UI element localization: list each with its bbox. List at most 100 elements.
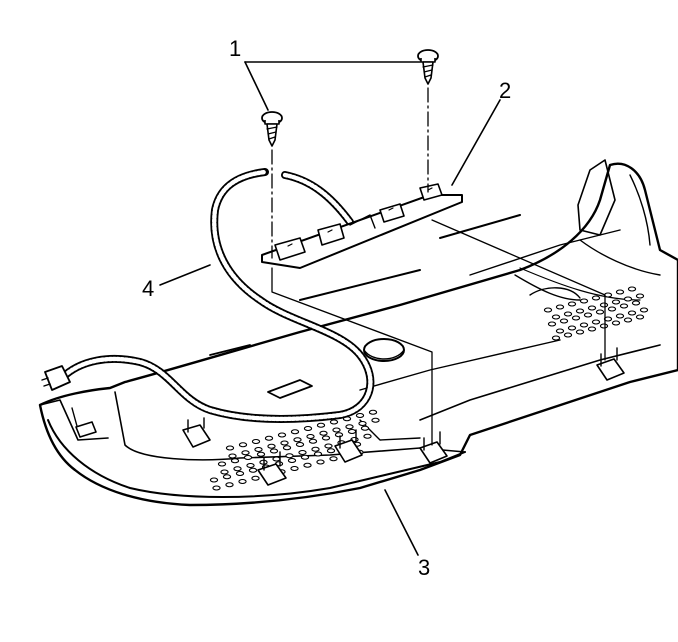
perforation-dot xyxy=(623,317,633,323)
perforation-dot xyxy=(233,466,242,472)
perforation-dot xyxy=(583,312,593,318)
perforation-dot xyxy=(611,320,621,326)
perforation-dot xyxy=(300,454,310,460)
perforation-dot xyxy=(571,315,581,321)
perforation-dot xyxy=(623,296,633,302)
perforation-dot xyxy=(615,313,625,319)
perforation-dot xyxy=(563,332,573,338)
perforation-dot xyxy=(551,335,561,341)
perforation-dot xyxy=(347,428,357,435)
alignment-leaders xyxy=(271,219,606,446)
perforation-dot xyxy=(355,412,365,419)
perforation-dot xyxy=(287,457,297,464)
retainer-clip xyxy=(419,431,448,464)
perforation-dot xyxy=(269,448,279,454)
perforation-dot xyxy=(563,311,573,317)
perforation-dot xyxy=(295,441,305,448)
perforation-dot xyxy=(547,321,557,327)
perforation-dot xyxy=(267,443,276,449)
perforation-pattern-rear xyxy=(543,286,649,341)
perforation-dot xyxy=(256,451,266,457)
perforation-dot xyxy=(635,293,645,299)
perforation-dot xyxy=(264,435,274,441)
retainer-clip xyxy=(257,451,287,486)
perforation-dot xyxy=(248,467,258,473)
screw-centerlines xyxy=(271,87,429,259)
retainer-clip xyxy=(334,429,363,463)
perforation-dot xyxy=(311,446,320,452)
callout-3: 3 xyxy=(418,555,430,580)
perforation-dot xyxy=(225,445,235,451)
perforation-dot xyxy=(321,435,331,441)
retainer-clip xyxy=(182,417,211,448)
perforation-dot xyxy=(324,443,333,449)
perforation-dot xyxy=(246,462,255,469)
mounting-bracket xyxy=(261,183,463,269)
perforation-dot xyxy=(217,461,227,467)
perforation-dot xyxy=(308,438,318,444)
perforation-dot xyxy=(607,306,617,312)
perforation-dot xyxy=(587,326,597,332)
perforation-dot xyxy=(360,425,370,431)
perforation-dot xyxy=(243,454,253,461)
perforation-dot xyxy=(611,299,621,305)
perforation-dot xyxy=(575,329,585,335)
perforation-dot xyxy=(635,314,645,320)
perforation-dot xyxy=(587,305,597,311)
perforation-dot xyxy=(332,427,341,433)
perforation-dot xyxy=(303,425,313,432)
perforation-dot xyxy=(298,449,307,456)
perforation-dot xyxy=(316,422,326,428)
perforation-dot xyxy=(567,301,577,307)
perforation-dot xyxy=(363,433,372,439)
perforation-dot xyxy=(639,307,649,313)
perforation-dot xyxy=(567,325,577,331)
perforation-pattern-front xyxy=(209,409,380,491)
perforation-dot xyxy=(615,289,625,295)
perforation-dot xyxy=(290,429,300,435)
perforation-dot xyxy=(555,328,565,334)
perforation-dot xyxy=(238,478,247,485)
perforation-dot xyxy=(220,469,229,475)
perforation-dot xyxy=(591,295,601,301)
perforation-dot xyxy=(222,474,232,480)
perforation-dot xyxy=(293,437,302,443)
perforation-dot xyxy=(334,432,344,438)
callout-1: 1 xyxy=(229,36,241,61)
perforation-dot xyxy=(559,318,569,324)
perforation-dot xyxy=(235,470,245,477)
perforation-dot xyxy=(313,451,323,457)
perforation-dot xyxy=(599,302,609,308)
perforation-dot xyxy=(319,430,328,436)
perforation-dot xyxy=(551,314,561,320)
perforation-dot xyxy=(631,300,641,306)
perforation-dot xyxy=(228,453,237,459)
callout-4: 4 xyxy=(142,276,154,301)
perforation-dot xyxy=(591,319,601,325)
perforation-dot xyxy=(277,432,287,438)
perforation-dot xyxy=(627,286,637,292)
screw xyxy=(417,49,439,85)
perforation-dot xyxy=(368,409,378,415)
perforation-dot xyxy=(251,438,261,445)
perforation-dot xyxy=(599,323,609,329)
callout-2: 2 xyxy=(499,78,511,103)
retainer-clip xyxy=(596,347,625,381)
perforation-dot xyxy=(212,485,221,491)
perforation-dot xyxy=(371,417,380,423)
perforation-dot xyxy=(285,453,294,459)
perforation-dot xyxy=(619,303,629,309)
perforation-dot xyxy=(209,477,219,483)
perforation-dot xyxy=(627,310,637,316)
perforation-dot xyxy=(306,433,315,440)
perforation-dot xyxy=(303,462,312,468)
perforation-dot xyxy=(579,322,589,328)
perforation-dot xyxy=(316,459,325,465)
perforation-dot xyxy=(543,307,553,313)
perforation-dot xyxy=(345,424,354,430)
perforation-dot xyxy=(290,465,299,472)
perforation-dot xyxy=(579,298,589,304)
perforation-dot xyxy=(282,445,292,451)
